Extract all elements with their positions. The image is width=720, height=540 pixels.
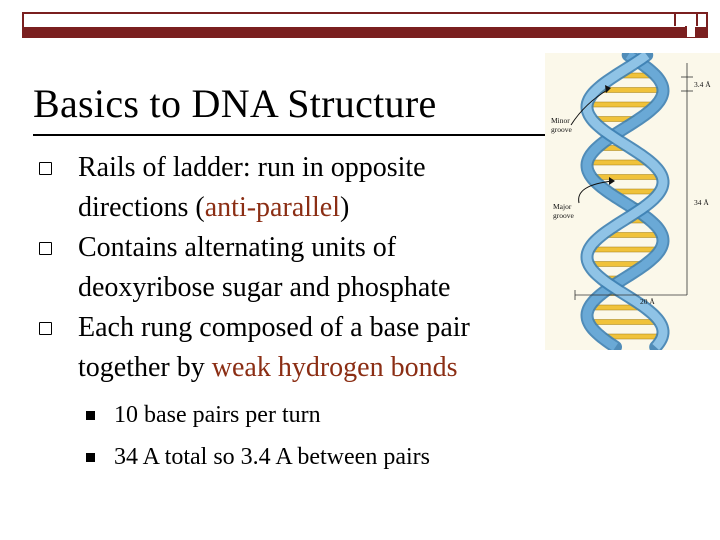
top-bar-stripe — [24, 27, 706, 36]
pitch-label: 34 Å — [694, 198, 709, 207]
slide-title: Basics to DNA Structure — [33, 81, 437, 126]
hollow-square-bullet-icon — [39, 322, 52, 335]
bullet-text: Contains alternating units of deoxyribose… — [78, 228, 538, 308]
base-pair-rung — [588, 101, 655, 108]
top-bar-square — [674, 14, 684, 26]
highlighted-term: weak hydrogen bonds — [211, 352, 458, 383]
minor-groove-label: Minor — [551, 116, 570, 125]
bullet-line: Contains alternating units of — [78, 228, 538, 268]
base-pair-rung — [590, 246, 659, 253]
text-run: Each rung composed of a base pair — [78, 312, 470, 343]
sugar-phosphate-backbone-highlight — [582, 53, 668, 350]
rise-label: 3.4 Å — [694, 80, 711, 89]
bullet-line: deoxyribose sugar and phosphate — [78, 268, 538, 308]
minor-groove-label: groove — [551, 125, 572, 134]
top-bar-square — [685, 26, 695, 37]
highlighted-term: anti-parallel — [204, 192, 341, 223]
bullet-text: Rails of ladder: run in opposite directio… — [78, 148, 538, 228]
base-pair-rung — [590, 319, 659, 325]
filled-square-bullet-icon — [86, 411, 95, 420]
base-pair-rung — [593, 174, 661, 180]
arrowhead — [609, 177, 615, 185]
bullet-line: Rails of ladder: run in opposite — [78, 148, 538, 188]
bullet-line: Each rung composed of a base pair — [78, 308, 538, 348]
arrowhead — [605, 85, 611, 93]
major-groove-label: Major — [553, 202, 572, 211]
bullet-line: together by weak hydrogen bonds — [78, 348, 538, 388]
minor-groove-arrow — [570, 88, 610, 126]
sub-bullet-text: 34 A total so 3.4 A between pairs — [114, 444, 430, 470]
width-label: 20 Å — [640, 297, 655, 306]
bullet-text: Each rung composed of a base pair togethe… — [78, 308, 538, 388]
title-underline — [33, 134, 553, 136]
hollow-square-bullet-icon — [39, 242, 52, 255]
text-run: ) — [340, 192, 350, 223]
text-run: directions ( — [78, 192, 205, 223]
text-run: Contains alternating units of — [78, 232, 397, 263]
text-run: together by — [78, 352, 212, 383]
sub-bullet-text: 10 base pairs per turn — [114, 402, 321, 428]
top-bar-square — [696, 14, 706, 26]
text-run: deoxyribose sugar and phosphate — [78, 272, 451, 303]
major-groove-arrow — [578, 180, 614, 204]
bullet-line: directions (anti-parallel) — [78, 188, 538, 228]
major-groove-label: groove — [553, 211, 574, 220]
text-run: Rails of ladder: run in opposite — [78, 152, 426, 183]
sugar-phosphate-backbone-highlight — [582, 53, 668, 350]
top-decorative-bar — [22, 12, 708, 38]
filled-square-bullet-icon — [86, 453, 95, 462]
hollow-square-bullet-icon — [39, 162, 52, 175]
